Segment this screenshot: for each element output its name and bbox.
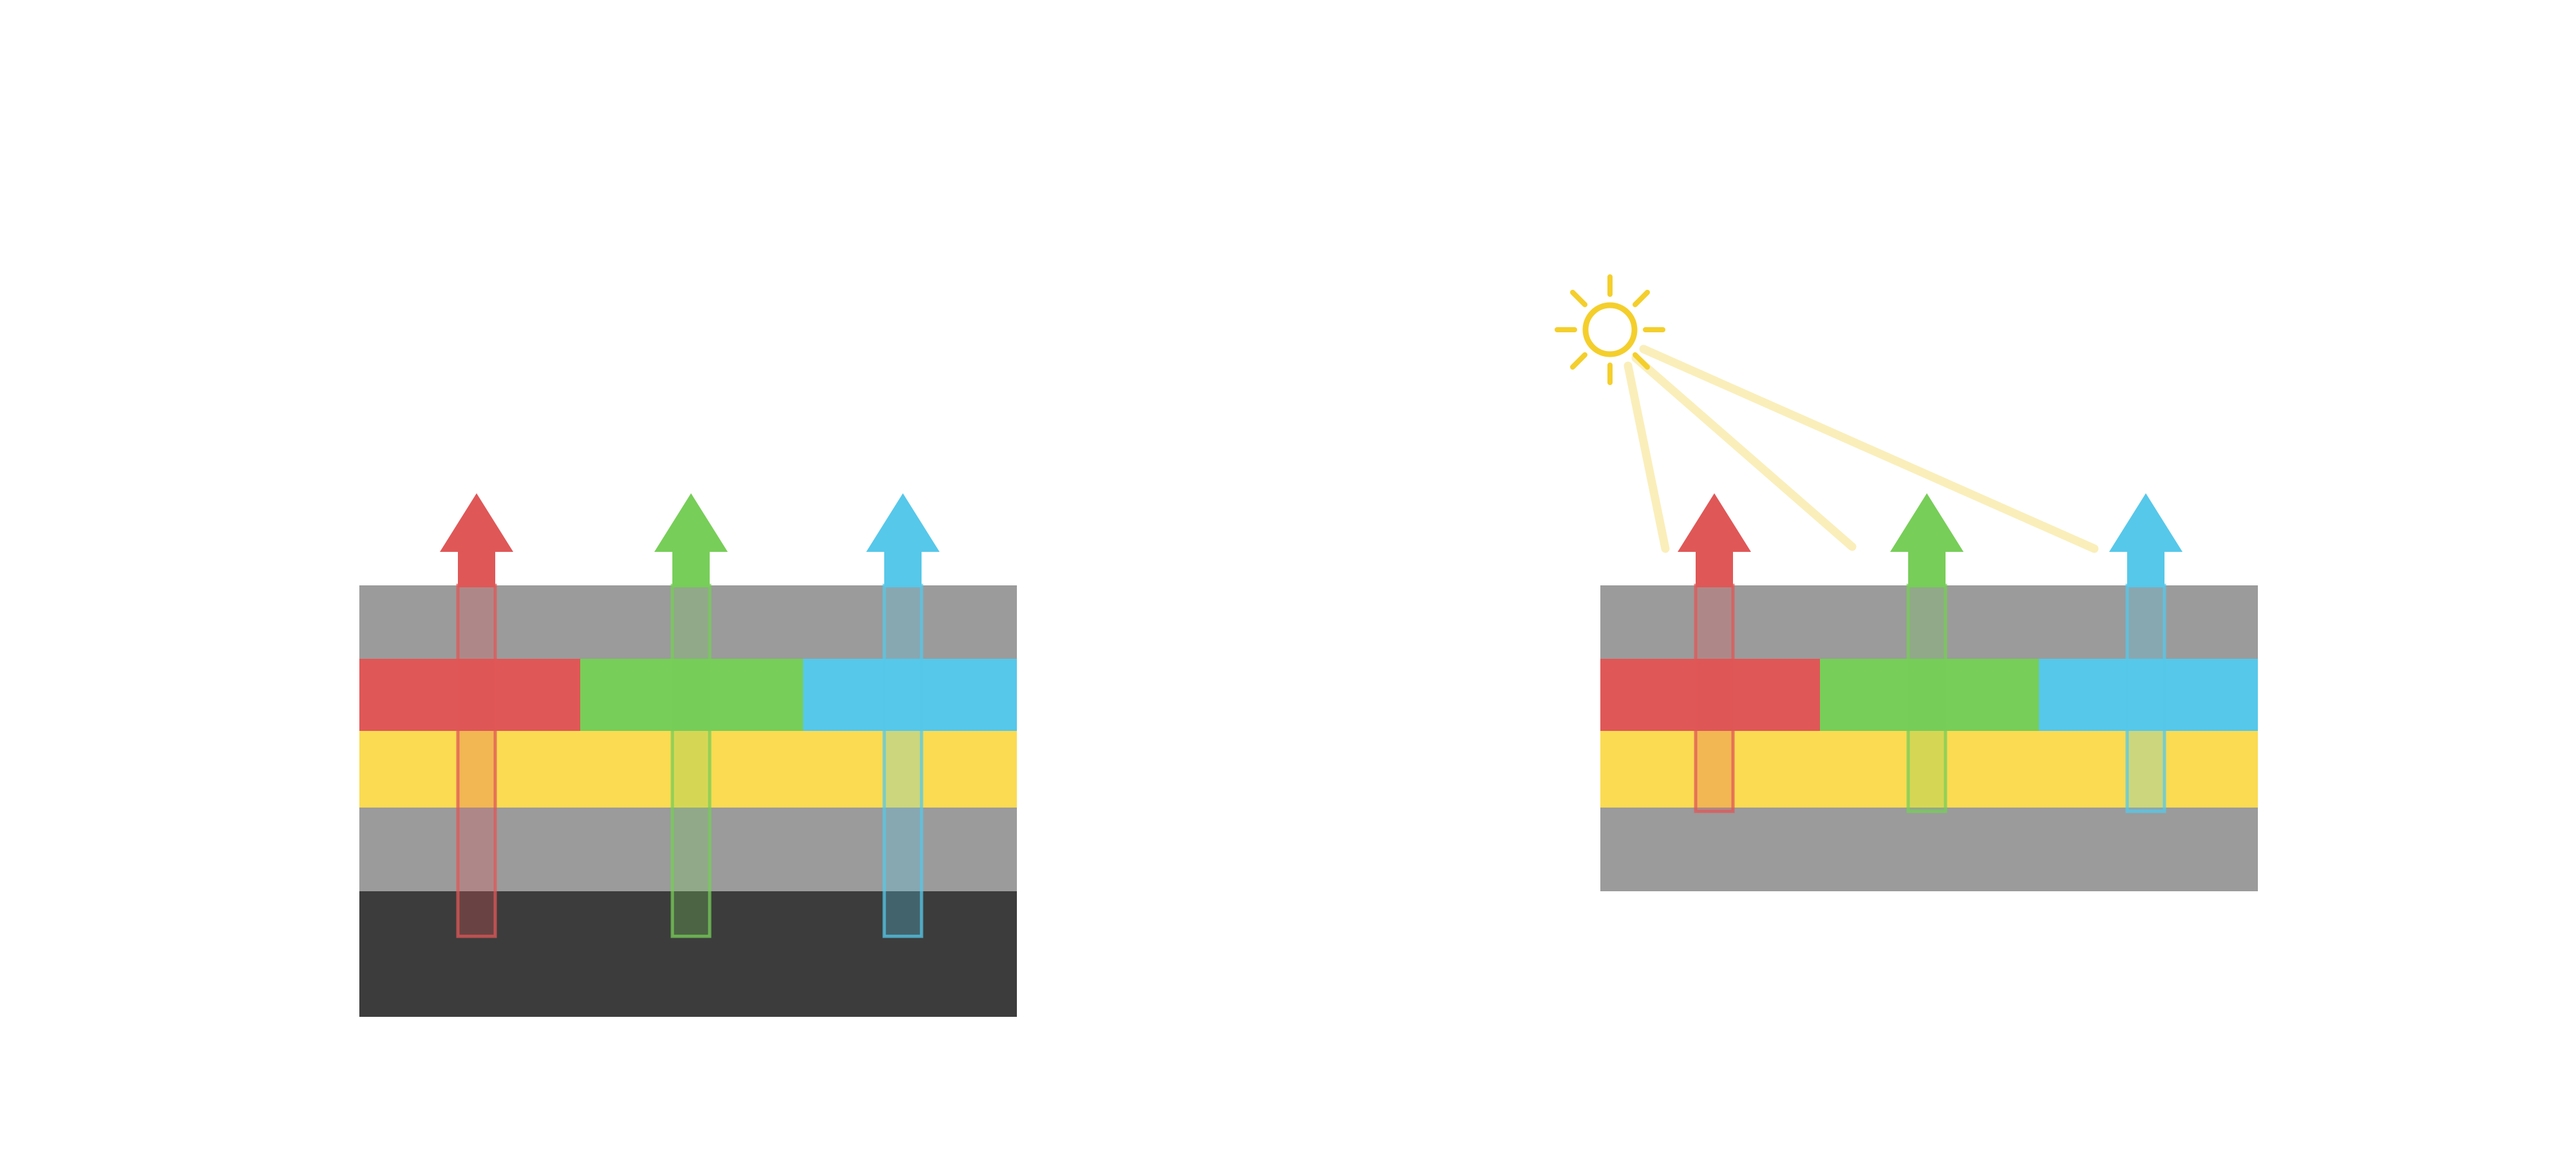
- backlit-display-stack: [359, 493, 1017, 1017]
- sunlight-beams: [1624, 345, 2099, 553]
- sun-ray-ne: [1633, 290, 1650, 307]
- sun-ray-nw: [1570, 290, 1587, 307]
- red-arrow-head: [1678, 493, 1751, 587]
- sun-beam-left: [1624, 361, 1670, 553]
- right-red-subpixel: [1600, 659, 1820, 731]
- sun-beam-right: [1639, 345, 2099, 553]
- right-red-light-arrow: [1678, 493, 1751, 813]
- reflective-display-stack: [1555, 274, 2258, 891]
- left-blue-light-arrow: [866, 493, 940, 938]
- right-top-gray-layer: [1600, 585, 2258, 659]
- left-red-light-arrow: [440, 493, 513, 938]
- left-green-light-arrow: [654, 493, 728, 938]
- left-red-subpixel: [359, 659, 580, 731]
- green-arrow-head: [1890, 493, 1964, 587]
- red-arrow-head: [440, 493, 513, 587]
- right-yellow-layer: [1600, 731, 2258, 808]
- left-blue-subpixel: [803, 659, 1017, 731]
- sun-beam-middle: [1631, 354, 1857, 551]
- green-arrow-shaft: [670, 583, 712, 938]
- right-bottom-gray-layer: [1600, 808, 2258, 891]
- green-arrow-head: [654, 493, 728, 587]
- green-arrow-shaft: [1906, 583, 1947, 813]
- right-blue-subpixel: [2039, 659, 2258, 731]
- left-top-gray-layer: [359, 585, 1017, 659]
- right-green-light-arrow: [1890, 493, 1964, 813]
- left-green-subpixel: [580, 659, 803, 731]
- left-yellow-layer: [359, 731, 1017, 808]
- sun-ray-se: [1633, 352, 1650, 370]
- sun-icon: [1555, 274, 1665, 385]
- red-arrow-shaft: [456, 583, 497, 938]
- blue-arrow-shaft: [2125, 583, 2166, 813]
- right-blue-light-arrow: [2109, 493, 2183, 813]
- sun-ray-sw: [1570, 352, 1587, 370]
- red-arrow-shaft: [1694, 583, 1735, 813]
- blue-arrow-head: [866, 493, 940, 587]
- left-dark-backlight-layer: [359, 891, 1017, 1017]
- right-green-subpixel: [1820, 659, 2039, 731]
- sun-core-circle: [1582, 302, 1638, 357]
- blue-arrow-shaft: [882, 583, 923, 938]
- left-bottom-gray-layer: [359, 808, 1017, 891]
- blue-arrow-head: [2109, 493, 2183, 587]
